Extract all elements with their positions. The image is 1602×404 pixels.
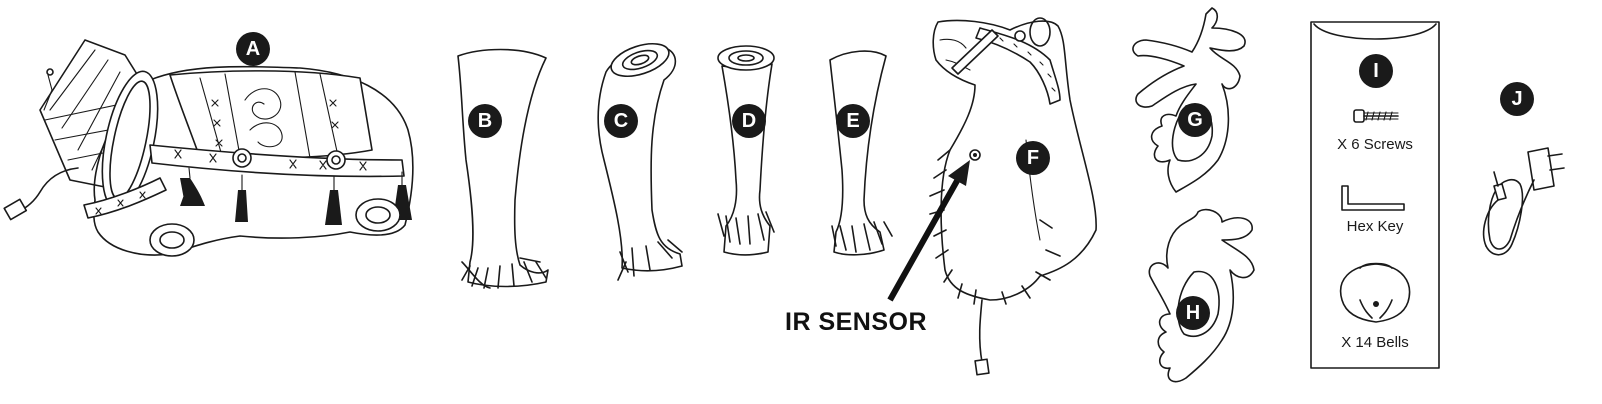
hardware-bag-flap	[1313, 23, 1437, 40]
ir-sensor-callout: IR SENSOR	[785, 160, 970, 336]
part-j-letter: J	[1511, 88, 1522, 110]
part-a-label: A	[236, 32, 270, 66]
part-g-badge	[1178, 103, 1212, 137]
part-a-body-illustration	[3, 39, 414, 257]
part-g-label: G	[1178, 103, 1212, 137]
part-i-hardware-bag: I X 6 Screws Hex Key X 14 Bells	[1310, 21, 1440, 369]
part-d-label: D	[732, 104, 766, 138]
part-e-badge	[836, 104, 870, 138]
part-b-letter: B	[478, 110, 492, 132]
bell-icon	[1339, 262, 1411, 323]
part-e-label: E	[836, 104, 870, 138]
part-c-label: C	[604, 104, 638, 138]
part-h-label: H	[1176, 296, 1210, 330]
part-h-letter: H	[1186, 302, 1200, 324]
part-j-label: J	[1500, 82, 1534, 116]
part-b-label: B	[468, 104, 502, 138]
ir-sensor-arrow-head	[948, 160, 970, 186]
part-d-badge	[732, 104, 766, 138]
ir-sensor-arrow-shaft	[887, 170, 965, 302]
part-f-label: F	[1016, 141, 1050, 175]
part-i-letter: I	[1373, 60, 1379, 82]
part-b-badge	[468, 104, 502, 138]
part-j-badge	[1500, 82, 1534, 116]
part-a-badge	[236, 32, 270, 66]
part-c-badge	[604, 104, 638, 138]
part-c-letter: C	[614, 110, 628, 132]
part-f-letter: F	[1027, 147, 1039, 169]
part-e-letter: E	[846, 110, 859, 132]
part-e-leg-illustration	[829, 50, 893, 256]
part-h-badge	[1176, 296, 1210, 330]
hex-key-caption: Hex Key	[1347, 218, 1404, 235]
screw-icon	[1353, 109, 1399, 123]
part-j-power-adapter-illustration	[1482, 147, 1565, 256]
part-g-letter: G	[1187, 109, 1203, 131]
hex-key-icon	[1341, 185, 1405, 211]
part-g-antler-illustration	[1132, 7, 1246, 193]
part-c-leg-illustration	[597, 42, 683, 281]
ir-sensor-label: IR SENSOR	[785, 308, 927, 336]
part-a-letter: A	[246, 38, 260, 60]
part-f-head-illustration	[929, 17, 1097, 376]
part-b-leg-illustration	[457, 48, 549, 289]
part-f-badge	[1016, 141, 1050, 175]
bells-caption: X 14 Bells	[1341, 334, 1409, 351]
screws-caption: X 6 Screws	[1337, 136, 1413, 153]
part-d-letter: D	[742, 110, 756, 132]
part-h-antler-illustration	[1148, 208, 1255, 383]
part-d-leg-illustration	[717, 45, 775, 256]
part-i-badge	[1359, 54, 1393, 88]
